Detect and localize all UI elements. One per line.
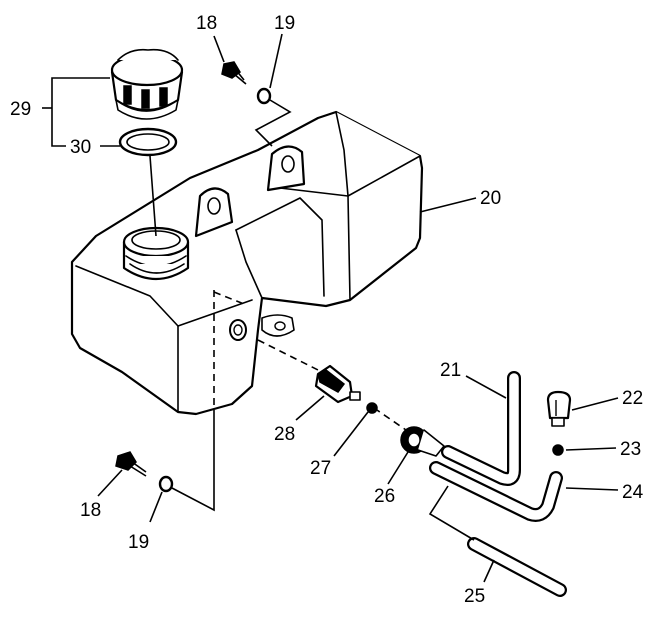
callout-29: 29	[10, 99, 31, 120]
callout-25: 25	[464, 586, 485, 607]
fuel-cap-part-29	[110, 48, 184, 120]
callout-20: 20	[480, 188, 501, 209]
alignment-lines	[213, 290, 407, 431]
screw-part-18-bottom	[115, 451, 147, 477]
callout-19-top: 19	[274, 13, 295, 34]
callout-23: 23	[620, 439, 641, 460]
callout-18-bottom: 18	[80, 500, 101, 521]
washer-part-19-bottom	[158, 475, 174, 493]
callout-22: 22	[622, 388, 643, 409]
fuel-line-part-24	[429, 461, 563, 522]
bushing-part-28	[314, 364, 361, 404]
callout-18-top: 18	[196, 13, 217, 34]
fuel-line-part-21	[441, 371, 521, 486]
o-ring-part-27	[366, 402, 378, 414]
washer-part-19-top	[256, 87, 272, 105]
clamp-part-23	[552, 444, 564, 456]
callout-26: 26	[374, 486, 395, 507]
fuel-tank-part-20	[70, 110, 424, 416]
callout-27: 27	[310, 458, 331, 479]
callout-24: 24	[622, 482, 644, 503]
callout-28: 28	[274, 424, 295, 445]
filter-part-22	[546, 390, 572, 427]
screw-part-18-top	[221, 61, 247, 85]
leader-lines	[42, 33, 619, 583]
o-ring-part-30	[118, 127, 178, 157]
valve-part-26	[400, 426, 445, 457]
pickup-tube-part-25	[467, 537, 567, 597]
callout-labels: 18 19 29 30 20 21 22 23 24 25 26 27 28 1…	[10, 13, 644, 607]
callout-21: 21	[440, 360, 461, 381]
callout-19-bottom: 19	[128, 532, 149, 553]
callout-30: 30	[70, 137, 91, 158]
